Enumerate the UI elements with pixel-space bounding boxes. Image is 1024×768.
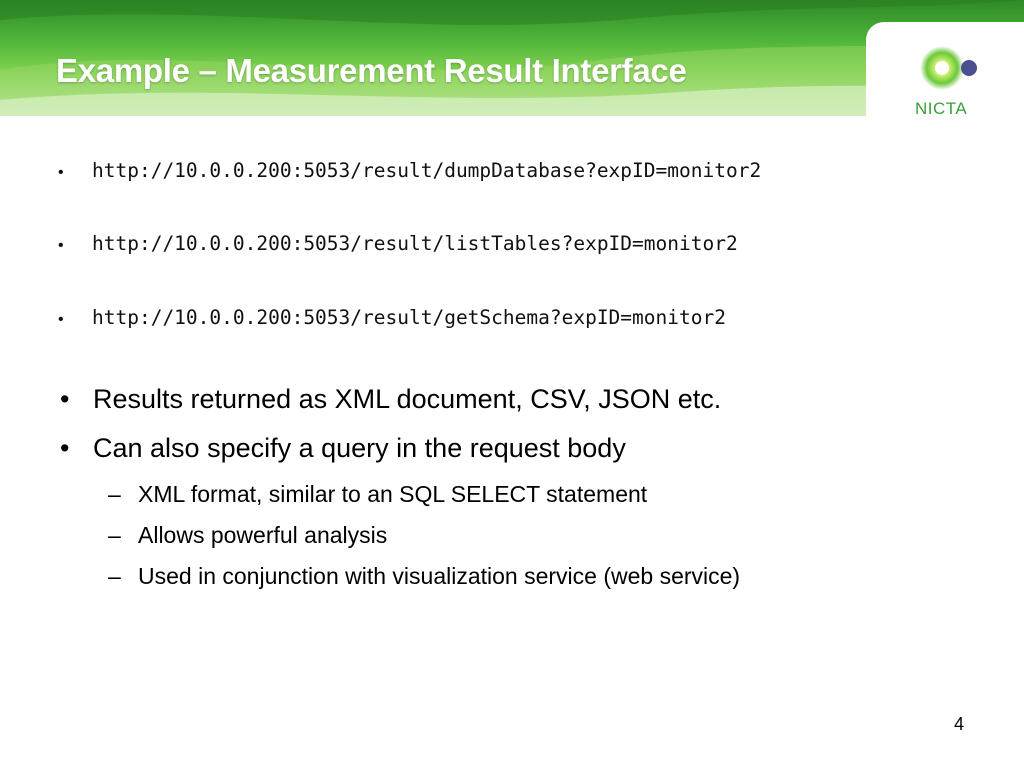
url-text: http://10.0.0.200:5053/result/dumpDataba… xyxy=(92,159,762,182)
sub-bullet-xml-format: –XML format, similar to an SQL SELECT st… xyxy=(108,481,647,508)
url-text: http://10.0.0.200:5053/result/getSchema?… xyxy=(92,306,726,329)
nicta-logo-icon xyxy=(920,46,977,90)
sub-bullet-visualization: –Used in conjunction with visualization … xyxy=(108,563,740,590)
url-item-list-tables: • http://10.0.0.200:5053/result/listTable… xyxy=(58,232,738,255)
bullet-text: Can also specify a query in the request … xyxy=(93,433,626,463)
bullet-results-format: • Results returned as XML document, CSV, … xyxy=(60,384,721,415)
dash-marker: – xyxy=(108,522,121,548)
bullet-marker: • xyxy=(58,237,64,254)
sub-bullet-text: Allows powerful analysis xyxy=(138,522,388,548)
dash-marker: – xyxy=(108,481,121,507)
sub-bullet-text: XML format, similar to an SQL SELECT sta… xyxy=(138,481,648,507)
slide-header xyxy=(0,0,1024,116)
bullet-marker: • xyxy=(60,384,70,414)
logo-text: NICTA xyxy=(915,99,968,118)
bullet-marker: • xyxy=(60,433,70,463)
bullet-marker: • xyxy=(58,311,64,328)
url-text: http://10.0.0.200:5053/result/listTables… xyxy=(92,232,738,255)
page-number: 4 xyxy=(954,714,965,734)
sub-bullet-analysis: –Allows powerful analysis xyxy=(108,522,387,549)
header-wave-decoration xyxy=(0,0,1024,116)
bullet-query-body: • Can also specify a query in the request… xyxy=(60,433,626,464)
dash-marker: – xyxy=(108,563,121,589)
sub-bullet-text: Used in conjunction with visualization s… xyxy=(138,563,741,589)
url-item-get-schema: • http://10.0.0.200:5053/result/getSchema… xyxy=(58,306,726,329)
bullet-marker: • xyxy=(58,164,64,181)
slide-title: Example – Measurement Result Interface xyxy=(56,52,687,89)
url-item-dump-database: • http://10.0.0.200:5053/result/dumpDatab… xyxy=(58,159,761,182)
bullet-text: Results returned as XML document, CSV, J… xyxy=(93,384,722,414)
